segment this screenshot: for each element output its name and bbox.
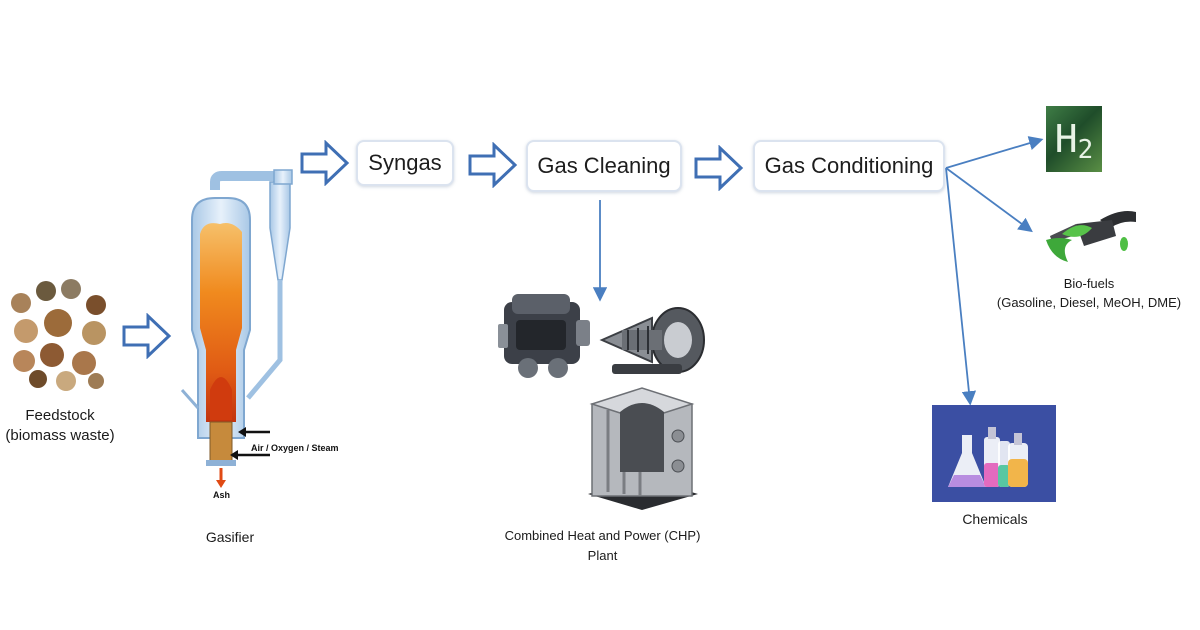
hydrogen-subscript: 2	[1077, 135, 1094, 165]
connector-to-h2	[945, 136, 1044, 169]
gas-cleaning-label: Gas Cleaning	[537, 153, 671, 178]
syngas-label: Syngas	[368, 150, 442, 175]
gasifier-ash-label: Ash	[213, 490, 231, 500]
feedstock-image	[11, 279, 106, 391]
biofuel-nozzle-image	[1046, 211, 1136, 262]
gas-conditioning-label: Gas Conditioning	[764, 153, 934, 178]
chemicals-label: Chemicals	[962, 511, 1028, 527]
gas-cleaning-box: Gas Cleaning	[526, 140, 682, 192]
chp-label: Combined Heat and Power (CHP) Plant	[504, 528, 701, 563]
connector-to-chemicals	[945, 167, 977, 406]
biofuels-label: Bio-fuels (Gasoline, Diesel, MeOH, DME)	[996, 276, 1182, 310]
hydrogen-symbol: H	[1054, 117, 1078, 161]
gasifier-inlet-label: Air / Oxygen / Steam	[251, 443, 339, 453]
engine-image	[498, 294, 590, 378]
connector-to-biofuels	[945, 167, 1033, 233]
hydrogen-image: H 2	[1046, 106, 1102, 172]
turbine-image	[599, 307, 705, 374]
flow-arrow-to-gas-conditioning	[694, 145, 744, 191]
gas-conditioning-box: Gas Conditioning	[753, 140, 945, 192]
chemicals-image	[932, 405, 1056, 502]
flow-arrow-to-gas-cleaning	[468, 142, 518, 188]
flow-arrow-to-syngas	[300, 140, 350, 186]
gasifier-label: Gasifier	[205, 529, 255, 545]
gasifier-vessel	[180, 169, 293, 488]
fuel-cell-image	[588, 387, 698, 510]
flow-arrow-feedstock	[122, 313, 172, 359]
syngas-box: Syngas	[356, 140, 454, 186]
feedstock-label: Feedstock (biomass waste)	[5, 407, 115, 444]
